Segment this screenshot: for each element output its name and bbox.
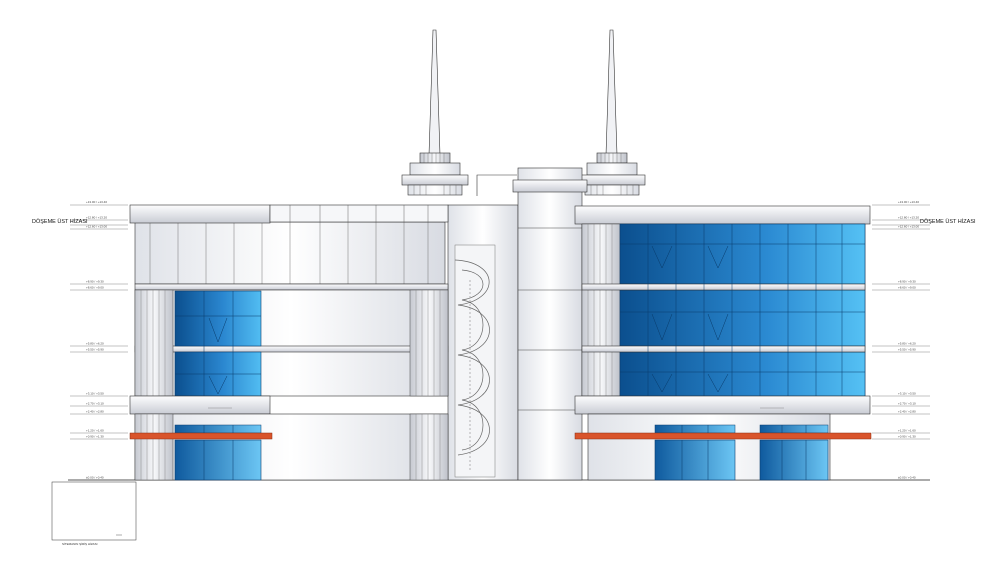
- level-markers-right: +13.00 / +13.40 +12.80 / +13.20 +12.60 /…: [872, 200, 976, 481]
- right-block: [574, 205, 872, 481]
- right-window: [759, 439, 829, 481]
- level-right-3: +8.90 / +9.30: [898, 280, 916, 284]
- left-entrance-door: [174, 439, 262, 481]
- level-right-12: ±0.00 / +0.40: [898, 476, 916, 480]
- level-left-1: +12.80 / +13.20: [86, 216, 107, 220]
- right-spire: [578, 29, 646, 196]
- level-left-7: +3.10 / +3.50: [86, 392, 104, 396]
- left-spire: [401, 29, 469, 196]
- level-right-10: +1.20 / +1.60: [898, 429, 916, 433]
- ground: [51, 479, 930, 541]
- level-left-5: +5.80 / +6.20: [86, 342, 104, 346]
- level-right-9: +2.40 / +2.80: [898, 410, 916, 414]
- right-canopy: [574, 432, 872, 440]
- level-left-9: +2.40 / +2.80: [86, 410, 104, 414]
- level-left-0: +13.00 / +13.40: [86, 200, 107, 204]
- level-right-0: +13.00 / +13.40: [898, 200, 919, 204]
- level-left-6: +5.50 / +5.90: [86, 348, 104, 352]
- left-canopy: [129, 432, 273, 440]
- slab-top-label-right: DÖŞEME ÜST HİZASI: [920, 218, 976, 225]
- level-right-5: +5.80 / +6.20: [898, 342, 916, 346]
- slab-top-label-left: DÖŞEME ÜST HİZASI: [32, 218, 88, 225]
- spiral-staircase: [454, 244, 496, 478]
- level-markers-left: +13.00 / +13.40 +12.80 / +13.20 +12.60 /…: [32, 200, 128, 481]
- left-block: [129, 204, 449, 481]
- right-entrance-door: [654, 439, 736, 481]
- level-right-2: +12.60 / +13.00: [898, 225, 919, 229]
- level-left-12: ±0.00 / +0.40: [86, 476, 104, 480]
- level-right-7: +3.10 / +3.50: [898, 392, 916, 396]
- level-left-4: +8.60 / +9.00: [86, 286, 104, 290]
- level-left-3: +8.90 / +9.30: [86, 280, 104, 284]
- level-right-4: +8.60 / +9.00: [898, 286, 916, 290]
- level-right-11: +0.90 / +1.30: [898, 435, 916, 439]
- level-left-10: +1.20 / +1.60: [86, 429, 104, 433]
- level-right-1: +12.80 / +13.20: [898, 216, 919, 220]
- level-right-6: +5.50 / +5.90: [898, 348, 916, 352]
- level-left-8: +2.70 / +3.10: [86, 402, 104, 406]
- level-right-8: +2.70 / +3.10: [898, 402, 916, 406]
- level-left-11: +0.90 / +1.30: [86, 435, 104, 439]
- level-left-2: +12.60 / +13.00: [86, 225, 107, 229]
- footing-label: SİTEMANIN ŞİRİŞ HİZASI: [62, 541, 98, 546]
